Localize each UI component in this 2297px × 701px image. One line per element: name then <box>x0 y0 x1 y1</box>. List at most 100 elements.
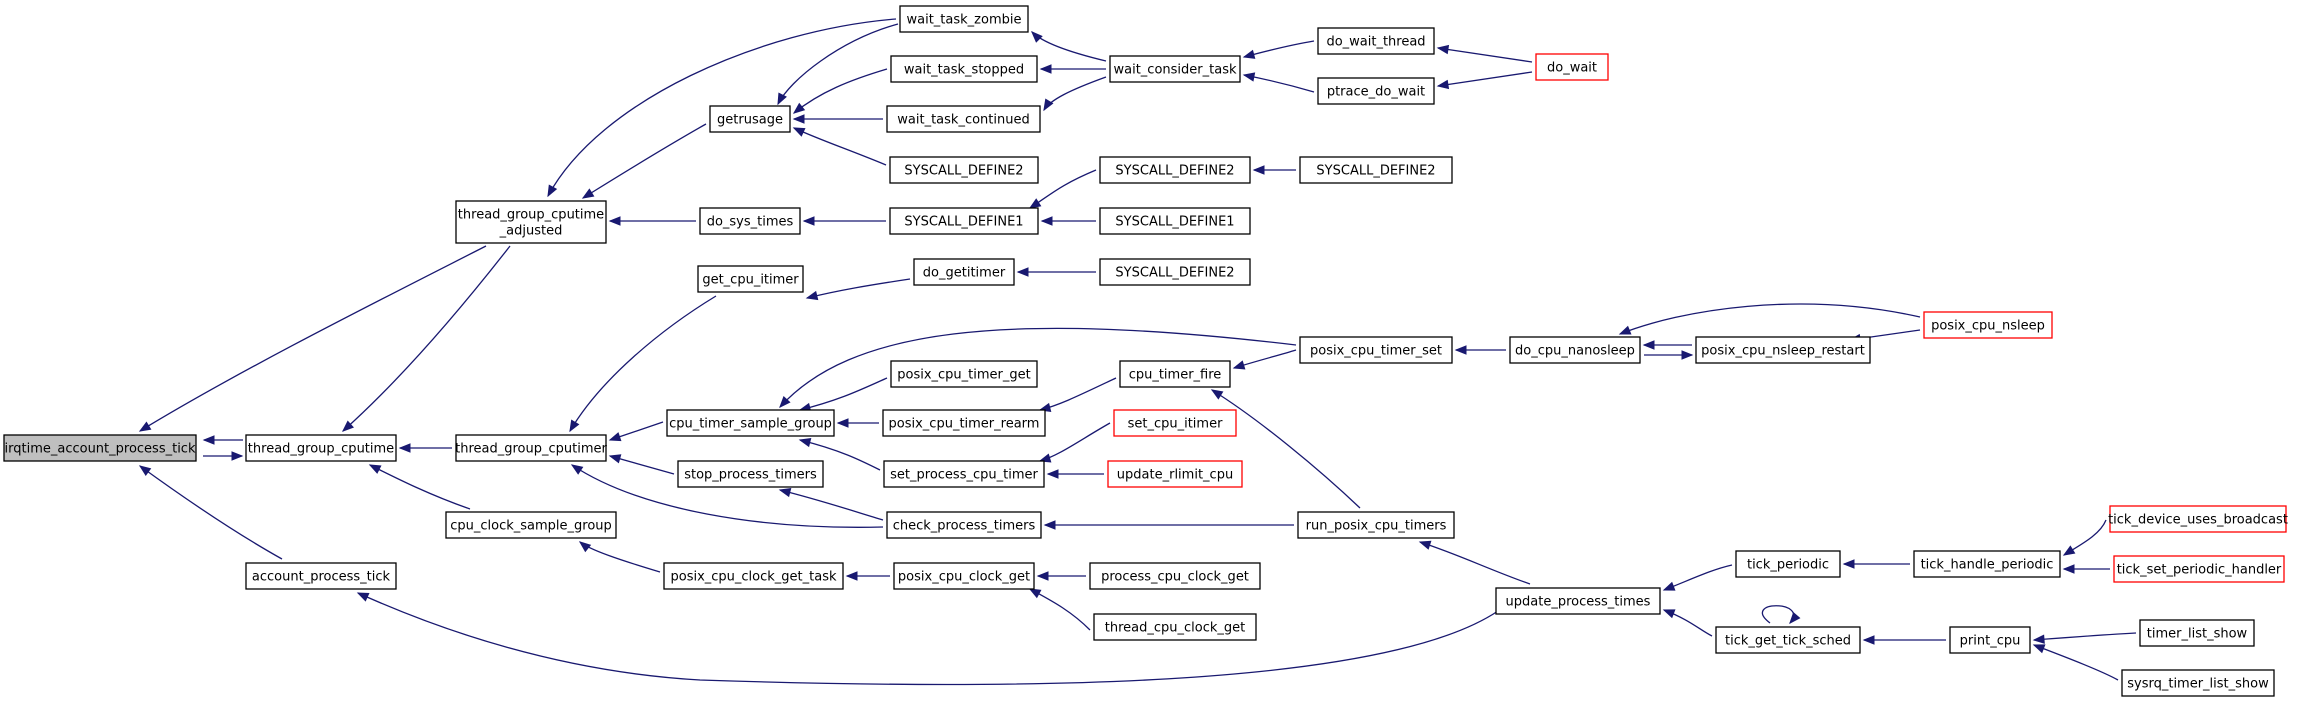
node-do-getitimer[interactable]: do_getitimer <box>913 258 1015 286</box>
node-label: thread_cpu_clock_get <box>1105 621 1246 636</box>
node-thread-group-cputime-adjusted[interactable]: thread_group_cputime_adjusted <box>455 200 607 244</box>
edge-tick-get-tick-sched-to-tick-get-tick-sched <box>1761 605 1801 625</box>
node-set-process-cpu-timer[interactable]: set_process_cpu_timer <box>883 460 1045 488</box>
edge-line <box>579 541 661 573</box>
node-label: thread_group_cputime <box>248 442 394 457</box>
node-syscall-define2[interactable]: SYSCALL_DEFINE2 <box>1099 258 1251 286</box>
node-set-cpu-itimer[interactable]: set_cpu_itimer <box>1113 409 1237 437</box>
node-cpu-timer-fire[interactable]: cpu_timer_fire <box>1119 360 1231 388</box>
edge-tick-periodic-to-update-process-times <box>1662 564 1733 591</box>
node-wait-task-continued[interactable]: wait_task_continued <box>886 105 1041 133</box>
node-wait-task-stopped[interactable]: wait_task_stopped <box>890 55 1038 83</box>
node-cpu-clock-sample-group[interactable]: cpu_clock_sample_group <box>445 511 617 539</box>
node-box <box>663 562 844 590</box>
node-tick-periodic[interactable]: tick_periodic <box>1735 550 1841 578</box>
node-do-sys-times[interactable]: do_sys_times <box>699 207 801 235</box>
node-stop-process-timers[interactable]: stop_process_timers <box>677 460 824 488</box>
node-label: getrusage <box>717 113 783 128</box>
node-account-process-tick[interactable]: account_process_tick <box>245 562 397 590</box>
node-get-cpu-itimer[interactable]: get_cpu_itimer <box>697 265 804 293</box>
node-box <box>1509 336 1641 364</box>
edge-line <box>357 592 1499 686</box>
node-print-cpu[interactable]: print_cpu <box>1949 626 2031 654</box>
node-label: posix_cpu_timer_get <box>897 368 1031 383</box>
node-timer-list-show[interactable]: timer_list_show <box>2139 619 2255 647</box>
node-label: do_cpu_nanosleep <box>1515 344 1635 359</box>
edge-ptrace-do-wait-to-wait-consider-task <box>1242 72 1315 93</box>
node-label: SYSCALL_DEFINE2 <box>1316 164 1435 179</box>
node-cpu-timer-sample-group[interactable]: cpu_timer_sample_group <box>666 409 835 437</box>
node-posix-cpu-timer-set[interactable]: posix_cpu_timer_set <box>1299 336 1453 364</box>
node-sysrq-timer-list-show[interactable]: sysrq_timer_list_show <box>2121 669 2275 697</box>
edge-arrowhead <box>836 418 849 428</box>
node-run-posix-cpu-timers[interactable]: run_posix_cpu_timers <box>1297 511 1455 539</box>
node-tick-handle-periodic[interactable]: tick_handle_periodic <box>1913 550 2061 578</box>
edge-posix-cpu-clock-get-to-posix-cpu-clock-get-task <box>845 571 890 581</box>
node-posix-cpu-timer-get[interactable]: posix_cpu_timer_get <box>890 360 1038 388</box>
node-thread-cpu-clock-get[interactable]: thread_cpu_clock_get <box>1093 613 1257 641</box>
node-syscall-define2[interactable]: SYSCALL_DEFINE2 <box>1099 156 1251 184</box>
edge-get-cpu-itimer-to-thread-group-cputimer <box>569 295 717 433</box>
node-posix-cpu-timer-rearm[interactable]: posix_cpu_timer_rearm <box>882 409 1046 437</box>
edge-arrowhead <box>792 102 806 114</box>
edge-posix-cpu-timer-get-to-cpu-timer-sample-group <box>798 377 888 413</box>
edge-getrusage-to-thread-group-cputime-adjusted <box>581 123 707 199</box>
node-label: do_sys_times <box>707 215 794 230</box>
node-label: thread_group_cputimer <box>455 442 607 457</box>
edge-timer-list-show-to-print-cpu <box>2032 632 2137 644</box>
node-box <box>709 105 791 133</box>
edge-arrowhead <box>798 437 812 448</box>
node-box <box>455 200 607 244</box>
edge-arrowhead <box>1436 44 1450 55</box>
node-tick-device-uses-broadcast[interactable]: tick_device_uses_broadcast <box>2108 505 2288 533</box>
node-tick-get-tick-sched[interactable]: tick_get_tick_sched <box>1715 626 1861 654</box>
node-posix-cpu-nsleep-restart[interactable]: posix_cpu_nsleep_restart <box>1695 336 1871 364</box>
node-syscall-define1[interactable]: SYSCALL_DEFINE1 <box>1099 207 1251 235</box>
node-check-process-timers[interactable]: check_process_timers <box>886 511 1042 539</box>
node-posix-cpu-clock-get-task[interactable]: posix_cpu_clock_get_task <box>663 562 844 590</box>
node-box <box>886 105 1041 133</box>
edge-arrowhead <box>138 465 152 476</box>
edge-stop-process-timers-to-thread-group-cputimer <box>608 454 675 475</box>
edge-line <box>1619 303 1921 335</box>
node-update-process-times[interactable]: update_process_times <box>1495 587 1661 615</box>
node-syscall-define2[interactable]: SYSCALL_DEFINE2 <box>1299 156 1453 184</box>
node-thread-group-cputimer[interactable]: thread_group_cputimer <box>455 434 608 462</box>
edge-arrowhead <box>1252 165 1265 175</box>
node-ptrace-do-wait[interactable]: ptrace_do_wait <box>1317 77 1435 105</box>
edge-do-wait-to-do-wait-thread <box>1436 44 1533 63</box>
node-syscall-define2[interactable]: SYSCALL_DEFINE2 <box>889 156 1039 184</box>
node-thread-group-cputime[interactable]: thread_group_cputime <box>245 434 397 462</box>
edge-arrowhead <box>1046 469 1059 479</box>
node-label: tick_periodic <box>1747 558 1829 573</box>
edge-arrowhead <box>1436 79 1450 90</box>
node-posix-cpu-clock-get[interactable]: posix_cpu_clock_get <box>893 562 1035 590</box>
edge-line <box>1043 76 1107 111</box>
node-irqtime-account-process-tick[interactable]: irqtime_account_process_tick <box>3 434 197 462</box>
edge-line <box>1419 541 1531 585</box>
edge-arrowhead <box>368 464 382 474</box>
edge-arrowhead <box>1016 267 1029 277</box>
node-posix-cpu-nsleep[interactable]: posix_cpu_nsleep <box>1923 311 2053 339</box>
node-label: update_process_times <box>1506 595 1651 610</box>
node-getrusage[interactable]: getrusage <box>709 105 791 133</box>
node-wait-task-zombie[interactable]: wait_task_zombie <box>899 5 1029 33</box>
node-do-cpu-nanosleep[interactable]: do_cpu_nanosleep <box>1509 336 1641 364</box>
edge-arrowhead <box>1862 635 1875 645</box>
edge-arrowhead <box>2062 564 2075 574</box>
node-box <box>1099 156 1251 184</box>
node-do-wait[interactable]: do_wait <box>1535 53 1609 81</box>
node-label: get_cpu_itimer <box>702 273 799 288</box>
node-process-cpu-clock-get[interactable]: process_cpu_clock_get <box>1089 562 1261 590</box>
node-syscall-define1[interactable]: SYSCALL_DEFINE1 <box>889 207 1039 235</box>
node-box <box>455 434 607 462</box>
node-tick-set-periodic-handler[interactable]: tick_set_periodic_handler <box>2113 555 2285 583</box>
edge-do-cpu-nanosleep-to-posix-cpu-timer-set <box>1454 345 1506 355</box>
edge-line <box>571 464 884 528</box>
node-wait-consider-task[interactable]: wait_consider_task <box>1109 55 1241 83</box>
node-update-rlimit-cpu[interactable]: update_rlimit_cpu <box>1107 460 1243 488</box>
edge-wait-task-zombie-to-getrusage <box>777 23 899 106</box>
node-box <box>1695 336 1871 364</box>
node-do-wait-thread[interactable]: do_wait_thread <box>1317 27 1435 55</box>
